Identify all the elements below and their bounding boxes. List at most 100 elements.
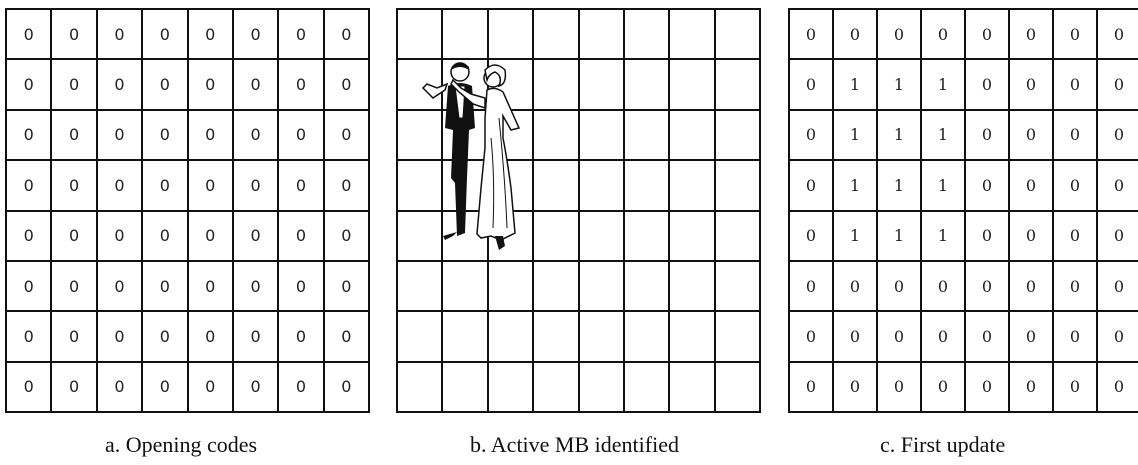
grid-cell: 1 bbox=[878, 110, 922, 162]
grid-cell: 0 bbox=[1054, 211, 1098, 262]
grid-cell bbox=[715, 261, 761, 313]
grid-cell: 0 bbox=[1098, 161, 1138, 212]
grid-cell: 0 bbox=[233, 362, 280, 414]
grid-cell bbox=[443, 312, 489, 363]
grid-cell: 0 bbox=[143, 261, 189, 313]
grid-cell: 0 bbox=[834, 10, 878, 61]
grid-cell: 0 bbox=[97, 10, 144, 61]
grid-cell: 0 bbox=[790, 60, 834, 111]
grid-cell: 0 bbox=[279, 362, 325, 414]
grid-cell: 0 bbox=[188, 312, 234, 363]
grid-cell: 0 bbox=[1098, 212, 1138, 262]
grid-cell bbox=[443, 261, 489, 313]
grid-cell: 0 bbox=[279, 312, 325, 363]
grid-cell bbox=[534, 312, 580, 363]
grid-cell: 0 bbox=[1098, 262, 1138, 313]
grid-cell: 0 bbox=[324, 10, 370, 61]
grid-cell bbox=[670, 312, 716, 363]
grid-cell: 0 bbox=[97, 312, 144, 363]
grid-cell: 0 bbox=[233, 110, 280, 162]
grid-cell bbox=[624, 161, 671, 212]
grid-cell: 0 bbox=[878, 362, 922, 414]
grid-cell: 0 bbox=[790, 211, 834, 262]
grid-cell: 0 bbox=[233, 312, 280, 363]
grid-cell: 0 bbox=[966, 261, 1010, 313]
grid-cell: 0 bbox=[1010, 60, 1054, 111]
grid-cell bbox=[715, 211, 761, 262]
grid-cell: 0 bbox=[188, 211, 234, 262]
grid-cell bbox=[579, 261, 625, 313]
grid-cell bbox=[624, 312, 671, 363]
grid-cell: 0 bbox=[188, 10, 234, 61]
grid-cell: 0 bbox=[922, 312, 966, 363]
grid-cell: 0 bbox=[7, 362, 53, 414]
grid-cell: 0 bbox=[1098, 111, 1138, 162]
grid-cell bbox=[488, 10, 535, 61]
grid-cell bbox=[670, 261, 716, 313]
grid-cell bbox=[488, 261, 535, 313]
grid-cell: 0 bbox=[97, 362, 144, 414]
grid-cell: 0 bbox=[188, 261, 234, 313]
grid-cell bbox=[534, 261, 580, 313]
grid-cell bbox=[579, 211, 625, 262]
grid-cell bbox=[715, 110, 761, 162]
grid-cell: 0 bbox=[188, 161, 234, 212]
grid-cell: 0 bbox=[7, 211, 53, 262]
grid-cell: 0 bbox=[143, 161, 189, 212]
grid-cell: 0 bbox=[834, 312, 878, 363]
grid-cell: 0 bbox=[279, 110, 325, 162]
grid-cell bbox=[579, 60, 625, 111]
grid-cell: 1 bbox=[922, 60, 966, 111]
grid-cell: 0 bbox=[143, 362, 189, 414]
grid-cell: 0 bbox=[922, 362, 966, 414]
grid-cell: 0 bbox=[966, 211, 1010, 262]
grid-cell: 0 bbox=[922, 10, 966, 61]
grid-cell bbox=[579, 312, 625, 363]
caption-active-mb: b. Active MB identified bbox=[470, 432, 679, 457]
grid-cell bbox=[398, 261, 444, 313]
grid-cell: 0 bbox=[52, 312, 98, 363]
grid-cell bbox=[488, 312, 535, 363]
grid-cell: 1 bbox=[834, 60, 878, 111]
grid-cell: 0 bbox=[279, 261, 325, 313]
grid-cell: 0 bbox=[52, 60, 98, 111]
grid-cell: 0 bbox=[834, 362, 878, 414]
grid-cell: 1 bbox=[834, 161, 878, 212]
grid-cell bbox=[715, 60, 761, 111]
grid-cell: 0 bbox=[97, 261, 144, 313]
grid-cell bbox=[624, 362, 671, 414]
grid-cell bbox=[443, 10, 489, 61]
grid-cell bbox=[534, 362, 580, 414]
grid-cell bbox=[534, 161, 580, 212]
grid-cell: 0 bbox=[324, 211, 370, 262]
grid-cell: 1 bbox=[878, 161, 922, 212]
grid-cell: 0 bbox=[143, 10, 189, 61]
grid-cell bbox=[624, 10, 671, 61]
grid-cell: 0 bbox=[966, 110, 1010, 162]
grid-cell bbox=[715, 161, 761, 212]
grid-cell bbox=[579, 10, 625, 61]
grid-cell: 0 bbox=[790, 261, 834, 313]
grid-cell: 0 bbox=[279, 10, 325, 61]
grid-cell: 1 bbox=[922, 110, 966, 162]
grid-cell: 0 bbox=[1010, 161, 1054, 212]
grid-cell: 0 bbox=[233, 60, 280, 111]
grid-cell bbox=[534, 60, 580, 111]
grid-cell: 0 bbox=[7, 161, 53, 212]
grid-cell: 0 bbox=[52, 10, 98, 61]
grid-cell: 0 bbox=[1054, 110, 1098, 162]
grid-cell: 0 bbox=[143, 60, 189, 111]
grid-cell bbox=[443, 362, 489, 414]
grid-cell bbox=[398, 161, 444, 212]
grid-cell: 0 bbox=[1098, 60, 1138, 111]
grid-cell bbox=[534, 211, 580, 262]
grid-cell: 0 bbox=[922, 261, 966, 313]
grid-cell: 0 bbox=[7, 110, 53, 162]
grid-cell: 0 bbox=[1098, 312, 1138, 363]
grid-cell: 0 bbox=[324, 312, 370, 363]
grid-cell bbox=[488, 362, 535, 414]
grid-cell: 0 bbox=[1054, 161, 1098, 212]
grid-cell: 0 bbox=[279, 211, 325, 262]
